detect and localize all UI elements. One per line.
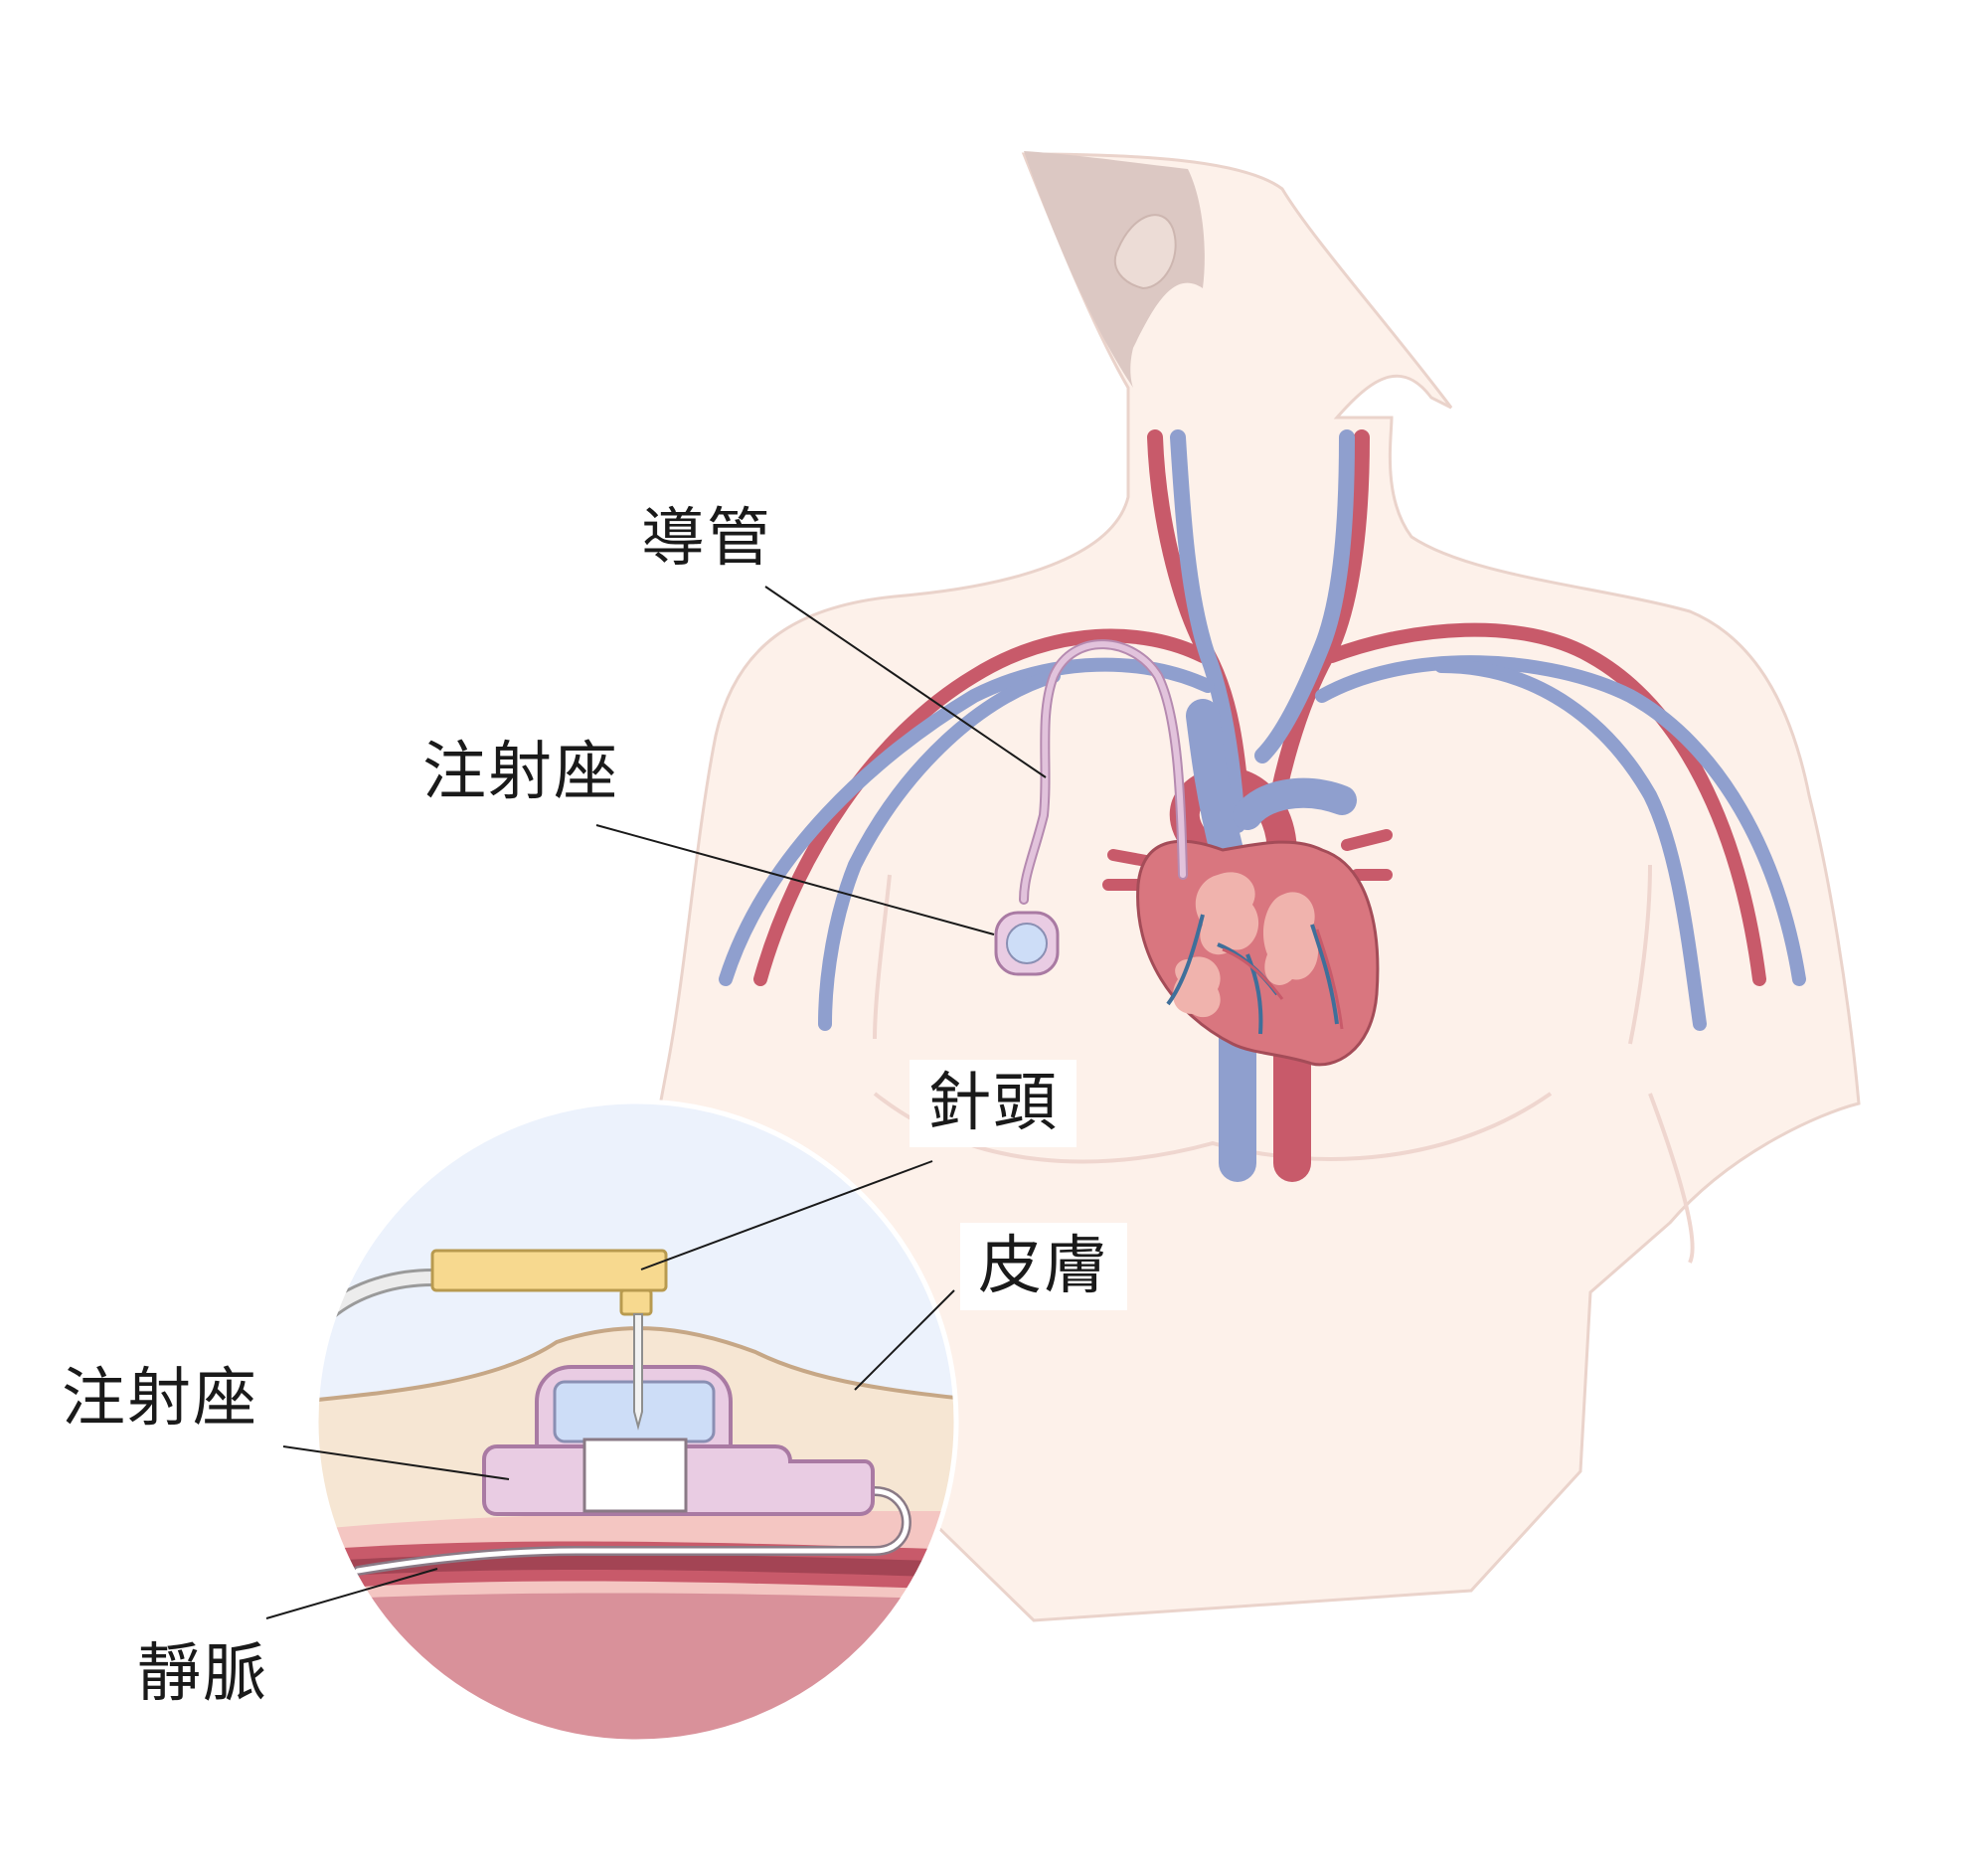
vein-arm-left-inner (818, 669, 1061, 1031)
shoulder-line-left (873, 874, 892, 1040)
leader-catheter (764, 586, 1047, 778)
coronary-artery (1222, 929, 1344, 1030)
leader-port-top (595, 824, 995, 935)
superior-vena-cava (1186, 699, 1244, 872)
heart-vessel-stub-right (1341, 829, 1393, 881)
artery-arm-right (1325, 622, 1766, 986)
vein-neck-left (1170, 429, 1245, 833)
heart-fat-2 (1262, 892, 1319, 985)
inset-needle-shaft (633, 1313, 643, 1431)
pulmonary-artery (1233, 777, 1357, 830)
vein-arm-right-outer (1315, 655, 1806, 986)
heart (1102, 829, 1393, 1067)
ear (1113, 214, 1177, 290)
inset-muscle (316, 1593, 956, 1742)
label-vein: 靜脈 (137, 1637, 268, 1711)
head (1024, 151, 1205, 388)
inset-border (313, 1099, 959, 1745)
inset-needle-hub (430, 1249, 668, 1292)
heart-fat-1 (1195, 872, 1259, 955)
inset-port-reservoir (582, 1438, 688, 1513)
leader-skin (854, 1289, 955, 1391)
shoulder-line-right (1628, 864, 1652, 1045)
vein-arm-left-outer (719, 657, 1215, 986)
label-needle: 針頭 (910, 1060, 1077, 1147)
leader-lines (265, 586, 1047, 1619)
inset-catheter-core (355, 1488, 910, 1574)
inset-needle-connector (619, 1288, 653, 1316)
leader-needle (640, 1160, 933, 1270)
vein-neck-right (1254, 429, 1355, 763)
label-skin: 皮膚 (960, 1223, 1127, 1310)
leader-vein (265, 1568, 438, 1619)
chest-port-system (994, 639, 1188, 976)
label-catheter: 導管 (641, 502, 772, 576)
chest-port-septum (1006, 923, 1048, 964)
artery-arm-left (753, 628, 1210, 986)
artery-neck-right (1264, 429, 1370, 833)
label-port-top: 注射座 (422, 736, 619, 809)
label-port-inset: 注射座 (62, 1362, 258, 1436)
vein-arm-right-inner (1434, 659, 1707, 1031)
catheter-tube-core (1021, 641, 1186, 903)
leader-port-inset (282, 1445, 510, 1480)
arm-right (1648, 1093, 1695, 1264)
